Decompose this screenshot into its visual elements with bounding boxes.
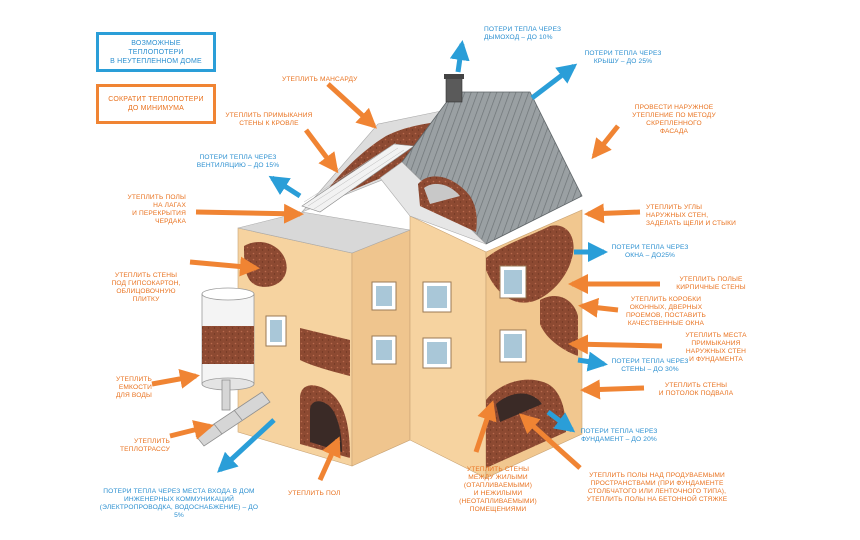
legend-heat-loss: ВОЗМОЖНЫЕ ТЕПЛОПОТЕРИ В НЕУТЕПЛЕННОМ ДОМ… (96, 32, 216, 72)
label-wall-junctions: УТЕПЛИТЬ МЕСТА ПРИМЫКАНИЯ НАРУЖНЫХ СТЕН … (685, 332, 747, 363)
label-attic-floor: УТЕПЛИТЬ ПОЛЫ НА ЛАГАХ И ПЕРЕКРЫТИЯ ЧЕРД… (127, 194, 186, 225)
orange-arrows (151, 82, 663, 482)
legend-minimize-text: СОКРАТИТ ТЕПЛОПОТЕРИ ДО МИНИМУМА (108, 96, 204, 112)
label-attic: УТЕПЛИТЬ МАНСАРДУ (282, 76, 358, 83)
blue-arrows (217, 40, 608, 473)
label-roof-loss: ПОТЕРИ ТЕПЛА ЧЕРЕЗ КРЫШУ – ДО 25% (584, 50, 662, 65)
label-window-boxes: УТЕПЛИТЬ КОРОБКИ ОКОННЫХ, ДВЕРНЫХ ПРОЕМО… (625, 296, 706, 327)
main-block (371, 209, 583, 479)
water-tank (201, 287, 255, 391)
legend-minimize: СОКРАТИТ ТЕПЛОПОТЕРИ ДО МИНИМУМА (96, 84, 216, 124)
label-water-tanks: УТЕПЛИТЬ ЕМКОСТИ ДЛЯ ВОДЫ (115, 376, 152, 399)
label-roof-junction: УТЕПЛИТЬ ПРИМЫКАНИЯ СТЕНЫ К КРОВЛЕ (225, 112, 313, 127)
label-heating-main: УТЕПЛИТЬ ТЕПЛОТРАССУ (119, 438, 170, 453)
label-facade: ПРОВЕСТИ НАРУЖНОЕ УТЕПЛЕНИЕ ПО МЕТОДУ СК… (632, 104, 716, 135)
main-roof (379, 91, 583, 245)
legend-heat-loss-text: ВОЗМОЖНЫЕ ТЕПЛОПОТЕРИ В НЕУТЕПЛЕННОМ ДОМ… (110, 39, 202, 65)
label-drywall: УТЕПЛИТЬ СТЕНЫ ПОД ГИПСОКАРТОН, ОБЛИЦОВО… (111, 272, 181, 303)
label-corners: УТЕПЛИТЬ УГЛЫ НАРУЖНЫХ СТЕН, ЗАДЕЛАТЬ ЩЕ… (646, 204, 737, 227)
label-utility-loss: ПОТЕРИ ТЕПЛА ЧЕРЕЗ МЕСТА ВХОДА В ДОМ ИНЖ… (99, 488, 259, 519)
label-brick-walls: УТЕПЛИТЬ ПОЛЫЕ КИРПИЧНЫЕ СТЕНЫ (676, 276, 746, 291)
label-basement: УТЕПЛИТЬ СТЕНЫ И ПОТОЛОК ПОДВАЛА (658, 382, 734, 397)
label-ventilation-loss: ПОТЕРИ ТЕПЛА ЧЕРЕЗ ВЕНТИЛЯЦИЮ – ДО 15% (196, 154, 280, 169)
label-floor: УТЕПЛИТЬ ПОЛ (288, 490, 341, 497)
heating-pipe (195, 379, 271, 447)
chimney (444, 74, 464, 103)
label-ventilated-floors: УТЕПЛИТЬ ПОЛЫ НАД ПРОДУВАЕМЫМИ ПРОСТРАНС… (586, 472, 728, 503)
label-chimney-loss: ПОТЕРИ ТЕПЛА ЧЕРЕЗ ДЫМОХОД – ДО 10% (484, 26, 562, 41)
label-walls-loss: ПОТЕРИ ТЕПЛА ЧЕРЕЗ СТЕНЫ – ДО 30% (611, 358, 689, 373)
label-windows-loss: ПОТЕРИ ТЕПЛА ЧЕРЕЗ ОКНА – ДО25% (611, 244, 689, 259)
attic-roof (301, 109, 447, 213)
label-interior-walls: УТЕПЛИТЬ СТЕНЫ МЕЖДУ ЖИЛЫМИ (ОТАПЛИВАЕМЫ… (459, 466, 537, 513)
label-foundation-loss: ПОТЕРИ ТЕПЛА ЧЕРЕЗ ФУНДАМЕНТ – ДО 20% (580, 428, 658, 443)
